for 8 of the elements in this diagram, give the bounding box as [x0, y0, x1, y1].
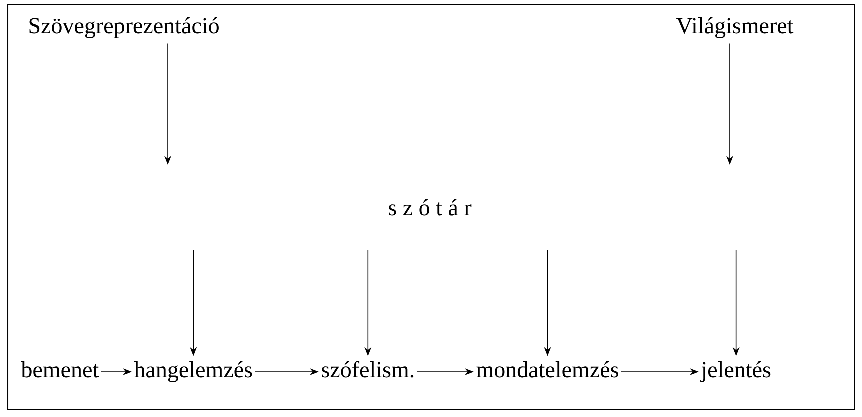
process-label: mondatelemzés — [476, 362, 618, 378]
process-label: hangelemzés — [134, 362, 252, 382]
process-label: szófelism. — [322, 361, 414, 378]
dictionary-label: s z ó t á r — [389, 200, 472, 216]
heading-label: Világismeret — [676, 18, 794, 38]
process-label: jelentés — [700, 362, 771, 382]
process-label: bemenet — [21, 362, 99, 378]
heading-label: Szövegreprezentáció — [30, 18, 219, 38]
